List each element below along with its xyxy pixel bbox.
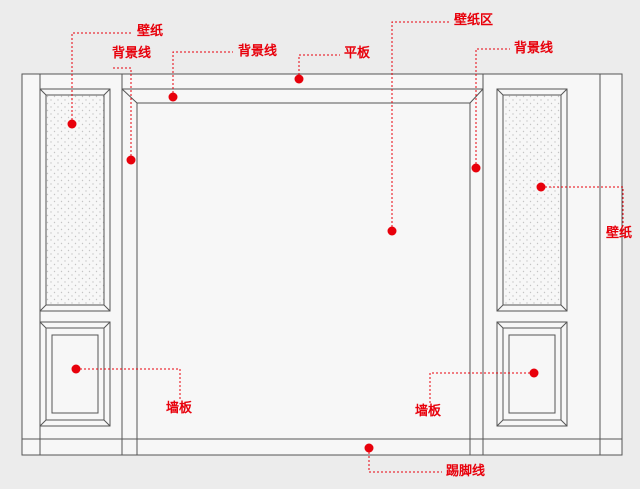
leader-flat-panel	[298, 54, 340, 79]
leader-wall-panel-right	[429, 372, 534, 404]
dot-bg-line-left	[126, 155, 136, 165]
annotation-dots	[67, 74, 546, 453]
dot-wall-panel-right	[529, 368, 539, 378]
dot-flat-panel	[294, 74, 304, 84]
leader-wall-panel-left	[76, 368, 181, 400]
label-wallpaper-left: 壁纸	[137, 24, 164, 39]
label-wallpaper-area: 壁纸区	[454, 13, 494, 28]
leader-bg-line-top	[172, 51, 233, 97]
top-frame-miter-left	[121, 88, 138, 104]
leader-bg-line-right	[475, 48, 510, 168]
left-wall-board-core	[51, 334, 99, 414]
dot-skirting	[364, 443, 374, 453]
dot-wallpaper-area	[387, 226, 397, 236]
label-flat-panel: 平板	[344, 46, 371, 61]
dot-wall-panel-left	[71, 364, 81, 374]
leader-skirting	[368, 448, 442, 473]
leader-wallpaper-area	[391, 21, 450, 231]
label-wall-panel-right: 墙板	[415, 404, 442, 419]
dot-wallpaper-left	[67, 119, 77, 129]
dot-bg-line-right	[471, 163, 481, 173]
label-bg-line-top: 背景线	[238, 44, 278, 59]
label-wall-panel-left: 墙板	[166, 401, 193, 416]
annotation-leaders	[71, 21, 624, 473]
dot-wallpaper-right	[536, 182, 546, 192]
label-wallpaper-right: 壁纸	[606, 226, 633, 241]
leader-bg-line-left	[112, 67, 132, 160]
leader-wallpaper-right	[541, 186, 624, 226]
label-bg-line-left: 背景线	[112, 46, 152, 61]
dot-bg-line-top	[168, 92, 178, 102]
label-skirting-line: 踢脚线	[446, 464, 486, 479]
left-wallpaper-panel	[45, 94, 105, 306]
right-wallpaper-panel	[502, 94, 562, 306]
label-bg-line-right: 背景线	[514, 41, 554, 56]
